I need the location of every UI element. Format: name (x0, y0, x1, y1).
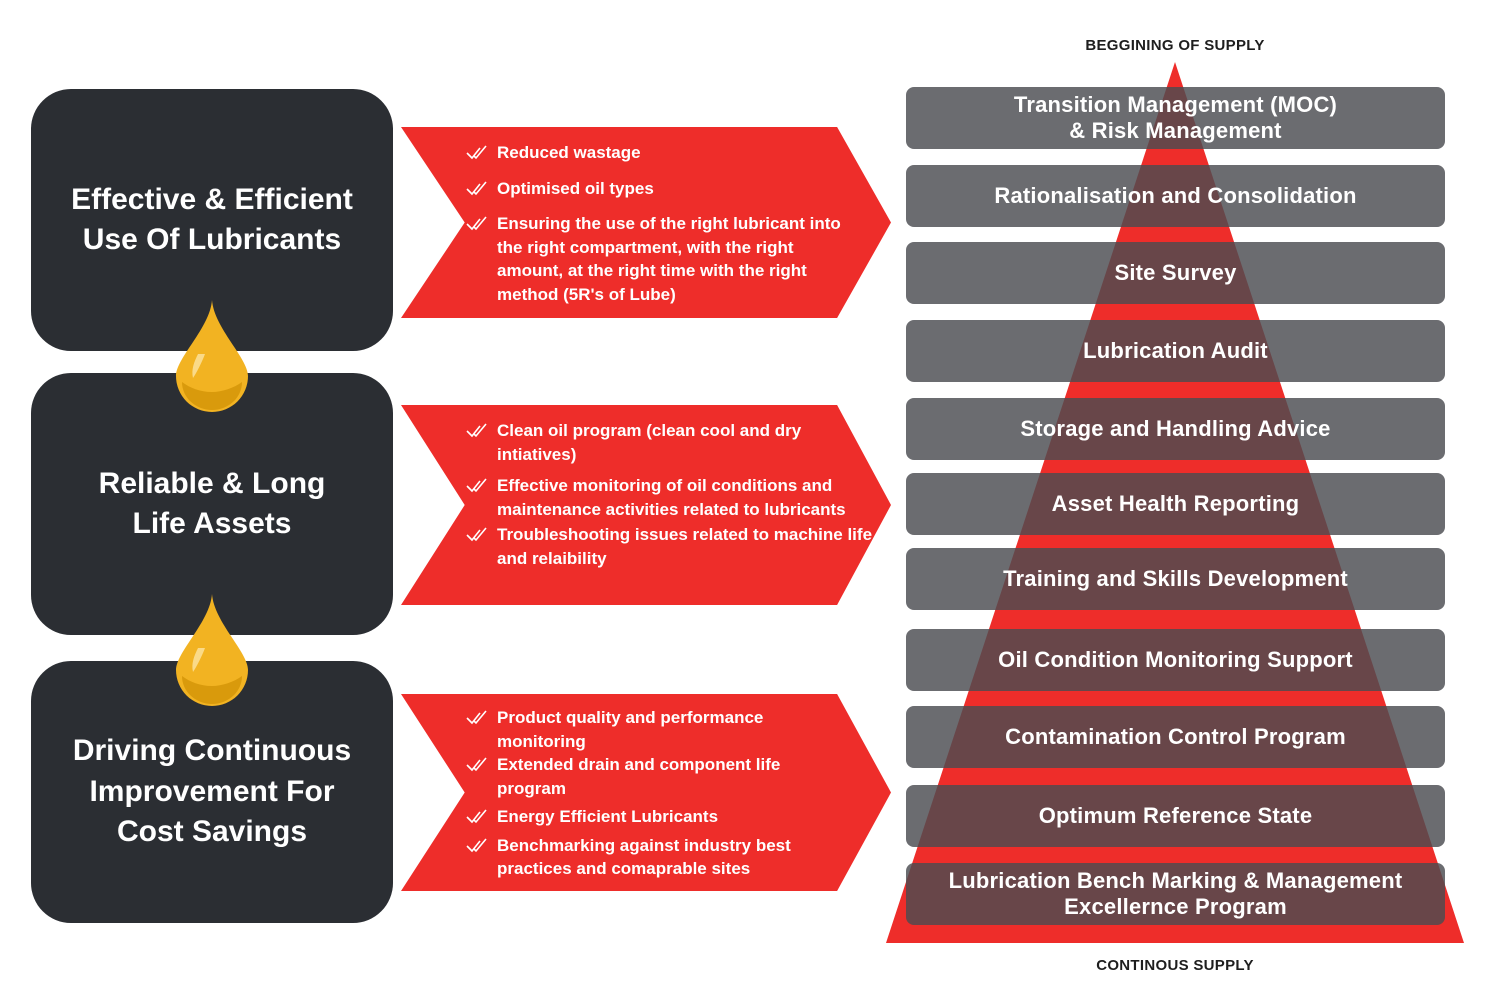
checklist-2: Clean oil program (clean cool and dry in… (466, 419, 876, 570)
list-item: Benchmarking against industry best pract… (466, 834, 846, 881)
oil-drop-icon (176, 594, 248, 706)
pyramid-bottom-label: CONTINOUS SUPPLY (1096, 957, 1254, 974)
tier-lubrication-audit: Lubrication Audit (906, 320, 1445, 382)
check-icon (466, 710, 487, 725)
arrow-benefits-1 (401, 127, 891, 318)
tier-oil-condition: Oil Condition Monitoring Support (906, 629, 1445, 691)
list-item: Reduced wastage (466, 141, 856, 165)
list-item: Effective monitoring of oil conditions a… (466, 474, 876, 521)
tier-site-survey: Site Survey (906, 242, 1445, 304)
check-icon (466, 837, 487, 852)
list-item: Energy Efficient Lubricants (466, 805, 846, 829)
box-title: Driving Continuous Improvement For Cost … (72, 734, 352, 849)
checklist-3: Product quality and performance monitori… (466, 706, 846, 881)
oil-drop-icon (176, 300, 248, 412)
tier-bench-marking: Lubrication Bench Marking & Management E… (906, 863, 1445, 925)
arrow-benefits-2 (401, 405, 891, 605)
list-item: Product quality and performance monitori… (466, 706, 846, 753)
tier-rationalisation: Rationalisation and Consolidation (906, 165, 1445, 227)
pyramid-top-label: BEGGINING OF SUPPLY (1085, 37, 1265, 54)
check-icon (466, 145, 487, 160)
box-title: Effective & Efficient Use Of Lubricants (71, 182, 353, 257)
tier-contamination-control: Contamination Control Program (906, 706, 1445, 768)
tier-optimum-reference: Optimum Reference State (906, 785, 1445, 847)
tier-storage-handling: Storage and Handling Advice (906, 398, 1445, 460)
check-icon (466, 216, 487, 231)
tier-transition-management: Transition Management (MOC) & Risk Manag… (906, 87, 1445, 149)
checklist-1: Reduced wastage Optimised oil types Ensu… (466, 141, 856, 306)
list-item: Clean oil program (clean cool and dry in… (466, 419, 876, 466)
arrow-benefits-3 (401, 694, 891, 891)
check-icon (466, 527, 487, 542)
list-item: Troubleshooting issues related to machin… (466, 523, 876, 570)
check-icon (466, 757, 487, 772)
box-title: Reliable & Long Life Assets (98, 466, 326, 541)
list-item: Ensuring the use of the right lubricant … (466, 212, 856, 306)
tier-training: Training and Skills Development (906, 548, 1445, 610)
check-icon (466, 809, 487, 824)
check-icon (466, 180, 487, 195)
check-icon (466, 423, 487, 438)
list-item: Extended drain and component life progra… (466, 753, 846, 800)
box-reliable-assets: Reliable & Long Life Assets (31, 373, 393, 635)
tier-asset-health: Asset Health Reporting (906, 473, 1445, 535)
check-icon (466, 478, 487, 493)
list-item: Optimised oil types (466, 177, 856, 201)
